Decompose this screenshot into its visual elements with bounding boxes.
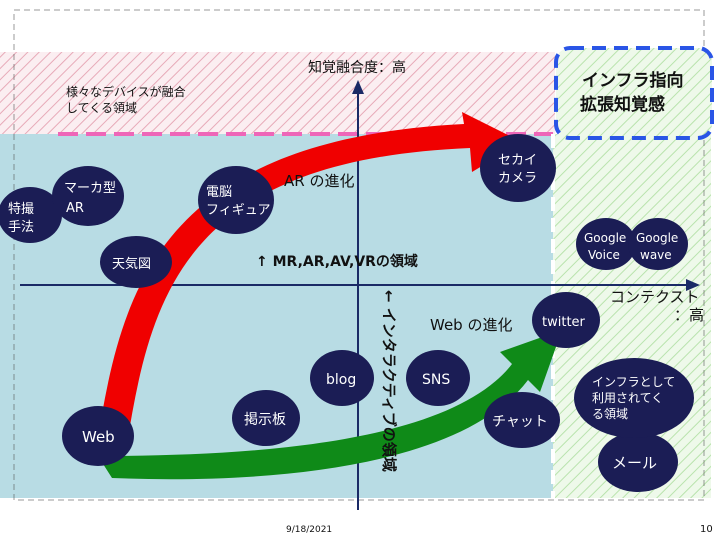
node-blog-label: blog: [326, 372, 356, 388]
infra-callout-line1: インフラ指向: [582, 70, 684, 91]
node-chat: [484, 392, 560, 448]
node-ar-label: AR: [66, 201, 84, 216]
node-google-voice-label-1: Google: [584, 231, 626, 245]
left-region-label-line1: 様々なデバイスが融合: [66, 84, 186, 99]
ar-evolution-arrow: [96, 112, 522, 450]
node-sekai: [480, 134, 556, 202]
node-google-wave-label-1: Google: [636, 231, 678, 245]
node-marker-label: マーカ型: [64, 181, 116, 196]
node-sekai-label-1: セカイ: [498, 153, 537, 168]
footer-date: 9/18/2021: [286, 525, 332, 535]
node-mail: [598, 432, 678, 492]
node-sns-label: SNS: [422, 372, 450, 388]
node-mail-label: メール: [612, 454, 657, 472]
node-google-wave-label-2: wave: [640, 248, 672, 262]
node-sfx-label-1: 特撮: [8, 201, 34, 217]
node-web: [62, 406, 134, 466]
node-sfx-label-2: 手法: [8, 220, 34, 235]
ar-evolution-label: AR の進化: [284, 172, 354, 190]
left-region-label-line2: してくる領域: [66, 100, 137, 115]
infra-callout-line2: 拡張知覚感: [580, 94, 665, 115]
node-marker-ar: [52, 166, 124, 226]
infra-region-label-3: る領域: [592, 406, 628, 421]
node-google-voice: [576, 218, 636, 270]
node-dennou-label-2: フィギュア: [206, 203, 270, 218]
node-keijiban: [232, 390, 300, 446]
node-tenki: [100, 236, 172, 288]
mr-region-label: ↑ MR,AR,AV,VRの領域: [256, 253, 418, 270]
node-google-wave: [628, 218, 688, 270]
node-dennou: [198, 166, 274, 234]
node-keijiban-label: 掲示板: [244, 412, 286, 428]
node-blog: [310, 350, 374, 406]
infra-region-label-1: インフラとして: [592, 375, 675, 389]
web-evolution-arrow: [98, 330, 562, 480]
web-evolution-label: Web の進化: [430, 316, 512, 334]
node-tenki-label: 天気図: [112, 256, 151, 272]
node-dennou-label-1: 電脳: [206, 185, 232, 200]
node-sns: [406, 350, 470, 406]
vertical-axis-arrowhead: [352, 80, 364, 94]
node-google-voice-label-2: Voice: [588, 248, 620, 262]
node-infra-region: [574, 358, 694, 438]
left-band-region: [0, 52, 555, 134]
node-twitter-label: twitter: [542, 315, 586, 330]
node-twitter: [532, 292, 600, 348]
horizontal-axis-arrowhead: [686, 279, 700, 291]
node-chat-label: チャット: [492, 414, 548, 430]
context-axis-line1: コンテクスト: [610, 288, 700, 306]
node-web-label: Web: [82, 428, 115, 446]
node-sekai-label-2: カメラ: [498, 171, 537, 186]
context-axis-line2: ：高: [674, 306, 704, 324]
interactive-region-label: ← インタラクティブの領域: [380, 290, 398, 472]
infra-callout-box: [554, 46, 714, 140]
top-axis-label: 知覚融合度：高: [308, 59, 406, 76]
infra-region-label-2: 利用されてく: [592, 391, 663, 405]
node-sfx: [0, 187, 62, 243]
page-number: 10: [700, 524, 713, 535]
